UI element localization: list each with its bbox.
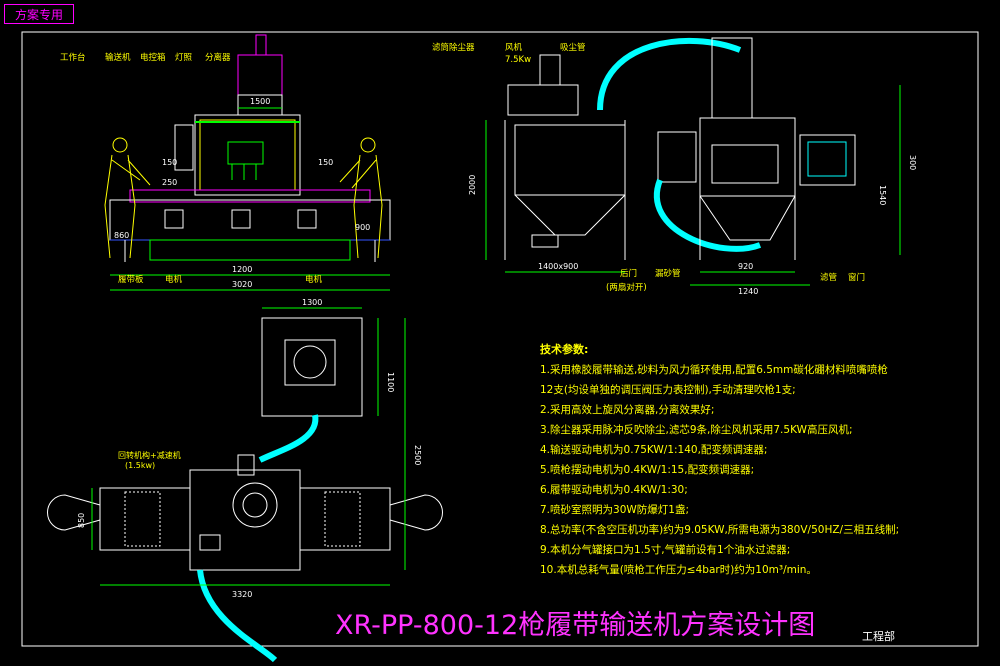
callout-suction-pipe: 吸尘管	[560, 42, 586, 53]
svg-text:3320: 3320	[232, 590, 252, 599]
svg-text:250: 250	[162, 178, 177, 187]
note-line: 1.采用橡胶履带输送,砂料为风力循环使用,配置6.5mm碳化硼材料喷嘴喷枪	[540, 364, 888, 376]
callout-rotary-power: (1.5kw)	[125, 461, 155, 470]
svg-text:850: 850	[77, 513, 86, 528]
note-line: 5.喷枪摆动电机为0.4KW/1:15,配变频调速器;	[540, 464, 755, 476]
note-line: 7.喷砂室照明为30W防爆灯1盏;	[540, 504, 689, 516]
fan-motor	[539, 54, 561, 86]
front-view	[104, 34, 391, 291]
drawing-frame	[21, 31, 979, 647]
notes-heading: 技术参数:	[540, 343, 589, 356]
callout-sand-pipe: 漏砂管	[655, 268, 681, 279]
svg-text:1200: 1200	[232, 265, 252, 274]
callout-workbench: 工作台	[60, 52, 86, 63]
technical-notes: 技术参数: 1.采用橡胶履带输送,砂料为风力循环使用,配置6.5mm碳化硼材料喷…	[540, 340, 960, 580]
front-view-callouts: 工作台 输送机 电控箱 灯照 分离器 履带板 电机 电机	[60, 52, 323, 285]
drawing-title: XR-PP-800-12枪履带输送机方案设计图	[335, 610, 816, 641]
department-label: 工程部	[862, 630, 895, 643]
plan-pipe	[258, 414, 319, 463]
control-box	[174, 124, 194, 171]
svg-text:300: 300	[908, 155, 917, 170]
callout-fan: 风机	[505, 42, 523, 53]
side-window	[799, 134, 856, 186]
dust-collector	[514, 124, 626, 196]
rear-door	[657, 131, 697, 183]
svg-text:150: 150	[162, 158, 177, 167]
side-view-dims: 2000 1400x900 300 1540 920 1240	[468, 155, 917, 296]
plan-view	[47, 307, 443, 663]
note-line: 3.除尘器采用脉冲反吹除尘,滤芯9条,除尘风机采用7.5KW高压风机;	[540, 424, 853, 436]
svg-text:860: 860	[114, 231, 129, 240]
svg-text:2000: 2000	[468, 175, 477, 195]
callout-control-box: 电控箱	[140, 52, 166, 63]
callout-motor-2: 电机	[305, 274, 323, 285]
suction-pipe	[597, 37, 742, 111]
side-view-callouts: 滤筒除尘器 风机 7.5Kw 吸尘管 后门 (两扇对开) 漏砂管 滤管 窗门	[432, 42, 865, 293]
plan-view-labels: 回转机构+减速机 (1.5kw) 1300 1100 2500 3320 850	[77, 298, 422, 599]
side-view	[485, 37, 901, 286]
blast-cabinet	[194, 114, 301, 196]
svg-text:150: 150	[318, 158, 333, 167]
callout-rear-door: 后门	[620, 268, 637, 279]
operator-right	[339, 137, 383, 259]
note-line: 6.履带驱动电机为0.4KW/1:30;	[540, 484, 688, 496]
conveyor-left-plan	[99, 487, 191, 551]
conveyor-belt	[129, 189, 371, 203]
stamp-label: 方案专用	[4, 4, 74, 24]
note-line: 2.采用高效上旋风分离器,分离效果好;	[540, 404, 715, 416]
hopper	[149, 239, 351, 261]
svg-text:900: 900	[355, 223, 370, 232]
note-line: 8.总功率(不含空压机功率)约为9.05KW,所需电源为380V/50HZ/三相…	[540, 524, 900, 536]
hook-left	[47, 494, 101, 531]
plan-return-pipe	[197, 569, 278, 663]
callout-rotary-mechanism: 回转机构+减速机	[118, 450, 181, 460]
svg-text:3020: 3020	[232, 280, 252, 289]
fan-unit-plan	[261, 317, 363, 417]
svg-text:1400x900: 1400x900	[538, 262, 578, 271]
callout-separator: 分离器	[205, 52, 231, 63]
hook-right	[389, 494, 443, 531]
nozzle-array	[227, 141, 264, 180]
callout-track-plate: 履带板	[118, 274, 144, 285]
callout-window-door: 窗门	[848, 272, 865, 283]
conveyor-right-plan	[299, 487, 391, 551]
note-line: 4.输送驱动电机为0.75KW/1:140,配变频调速器;	[540, 444, 768, 456]
callout-fan-power: 7.5Kw	[505, 55, 531, 65]
svg-text:1240: 1240	[738, 287, 758, 296]
separator-pipe	[255, 34, 267, 56]
callout-filter-tube: 滤管	[820, 272, 837, 283]
front-view-dims: 1500 150 150 250 860 900 1200 3020	[114, 97, 370, 289]
separator-tower	[237, 54, 283, 116]
svg-text:1500: 1500	[250, 97, 270, 106]
note-line: 9.本机分气罐接口为1.5寸,气罐前设有1个油水过滤器;	[540, 544, 791, 556]
operator-left	[104, 137, 151, 259]
note-line: 12支(均设单独的调压阀压力表控制),手动清理吹枪1支;	[540, 384, 796, 396]
svg-text:2500: 2500	[413, 445, 422, 465]
callout-light: 灯照	[175, 52, 193, 63]
fan-housing	[507, 84, 579, 116]
blast-cabinet-side	[699, 117, 796, 197]
callout-motor-1: 电机	[165, 274, 183, 285]
sand-return-pipe	[654, 178, 762, 252]
svg-text:1100: 1100	[386, 372, 395, 392]
callout-conveyor: 输送机	[105, 52, 131, 63]
callout-rear-door-note: (两扇对开)	[606, 282, 647, 293]
svg-text:920: 920	[738, 262, 753, 271]
callout-filter-collector: 滤筒除尘器	[432, 42, 475, 53]
note-line: 10.本机总耗气量(喷枪工作压力≤4bar时)约为10m³/min。	[540, 564, 817, 576]
svg-text:1540: 1540	[878, 185, 887, 205]
svg-text:1300: 1300	[302, 298, 322, 307]
